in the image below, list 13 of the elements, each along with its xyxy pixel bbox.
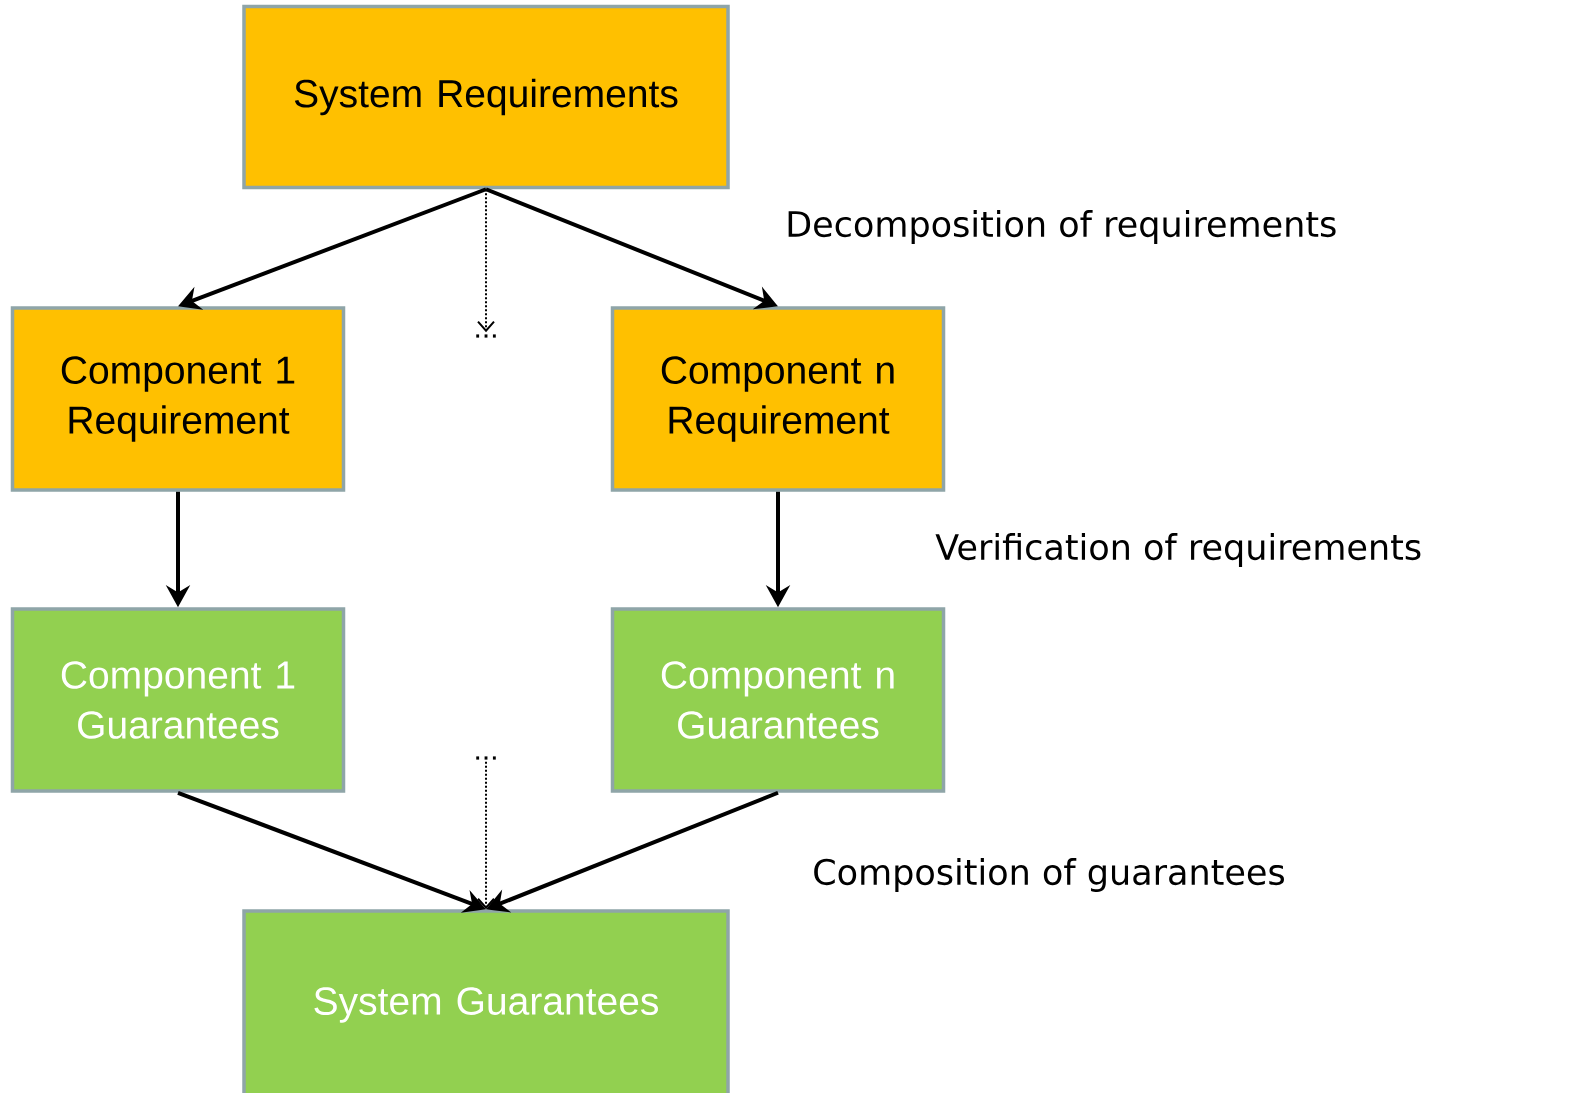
ellipsis-text: ... (476, 756, 496, 760)
arrow (477, 188, 495, 333)
annotation-text: Decomposition of requirements (788, 210, 1336, 244)
annotation-text: Verification of requirements (935, 533, 1421, 567)
process-box: Component 1 Requirement (10, 306, 346, 492)
ellipsis-text: ... (476, 334, 496, 338)
process-box: Component 1 Guarantees (10, 607, 346, 793)
process-box: System Requirements (242, 4, 730, 190)
process-box: Component n Requirement (610, 306, 946, 492)
arrow (477, 760, 495, 910)
process-box: System Guarantees (242, 909, 730, 1093)
annotation-text: Composition of guarantees (814, 858, 1284, 892)
process-box: Component n Guarantees (610, 607, 946, 793)
